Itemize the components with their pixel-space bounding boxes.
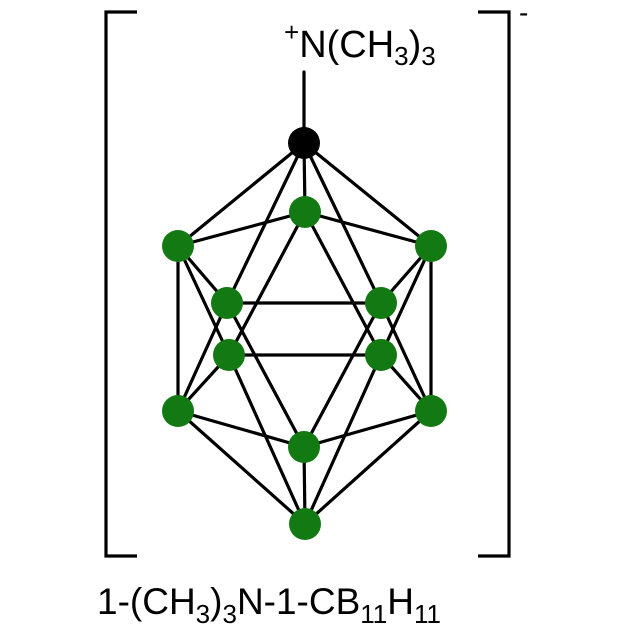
- bond-b2-b9: [227, 210, 307, 357]
- bond-b5-b7: [176, 301, 229, 413]
- boron-atom-8: [415, 395, 447, 427]
- bond-c-b3: [176, 141, 306, 248]
- boron-atom-9: [213, 339, 245, 371]
- bond-b6-b11: [302, 301, 383, 449]
- boron-atom-6: [365, 287, 397, 319]
- boron-atom-11: [288, 431, 320, 463]
- anion-charge: -: [519, 0, 528, 28]
- bond-b8-b11: [302, 409, 433, 449]
- cage-bonds: [176, 70, 433, 526]
- bond-b2-b10: [303, 210, 383, 357]
- trimethylammonium-label: +N(CH3)3: [284, 17, 436, 71]
- boron-atom-4: [415, 230, 447, 262]
- bond-b9-b12: [227, 353, 307, 526]
- formula-caption: 1-(CH3)3N-1-CB11H11: [97, 581, 441, 629]
- bond-b8-b12: [303, 409, 433, 526]
- right-bracket: [478, 10, 511, 558]
- carbon-atom: [288, 127, 320, 159]
- left-bracket: [104, 10, 137, 558]
- boron-atom-12: [289, 508, 321, 540]
- bond-b3-b9: [176, 244, 231, 357]
- bond-b11-b7: [176, 409, 306, 449]
- boron-atom-3: [162, 230, 194, 262]
- bond-c-b4: [302, 141, 433, 248]
- bond-b4-b2: [303, 210, 433, 248]
- bond-b4-b10: [379, 244, 433, 357]
- boron-atom-2: [289, 196, 321, 228]
- boron-atom-10: [365, 339, 397, 371]
- bond-b5-b11: [225, 301, 306, 449]
- boron-atom-7: [162, 395, 194, 427]
- bond-b10-b12: [303, 353, 383, 526]
- cage-atoms: [162, 127, 447, 540]
- bond-b6-b8: [379, 301, 433, 413]
- bond-b2-b3: [176, 210, 307, 248]
- bond-b7-b12: [176, 409, 307, 526]
- boron-atom-5: [211, 287, 243, 319]
